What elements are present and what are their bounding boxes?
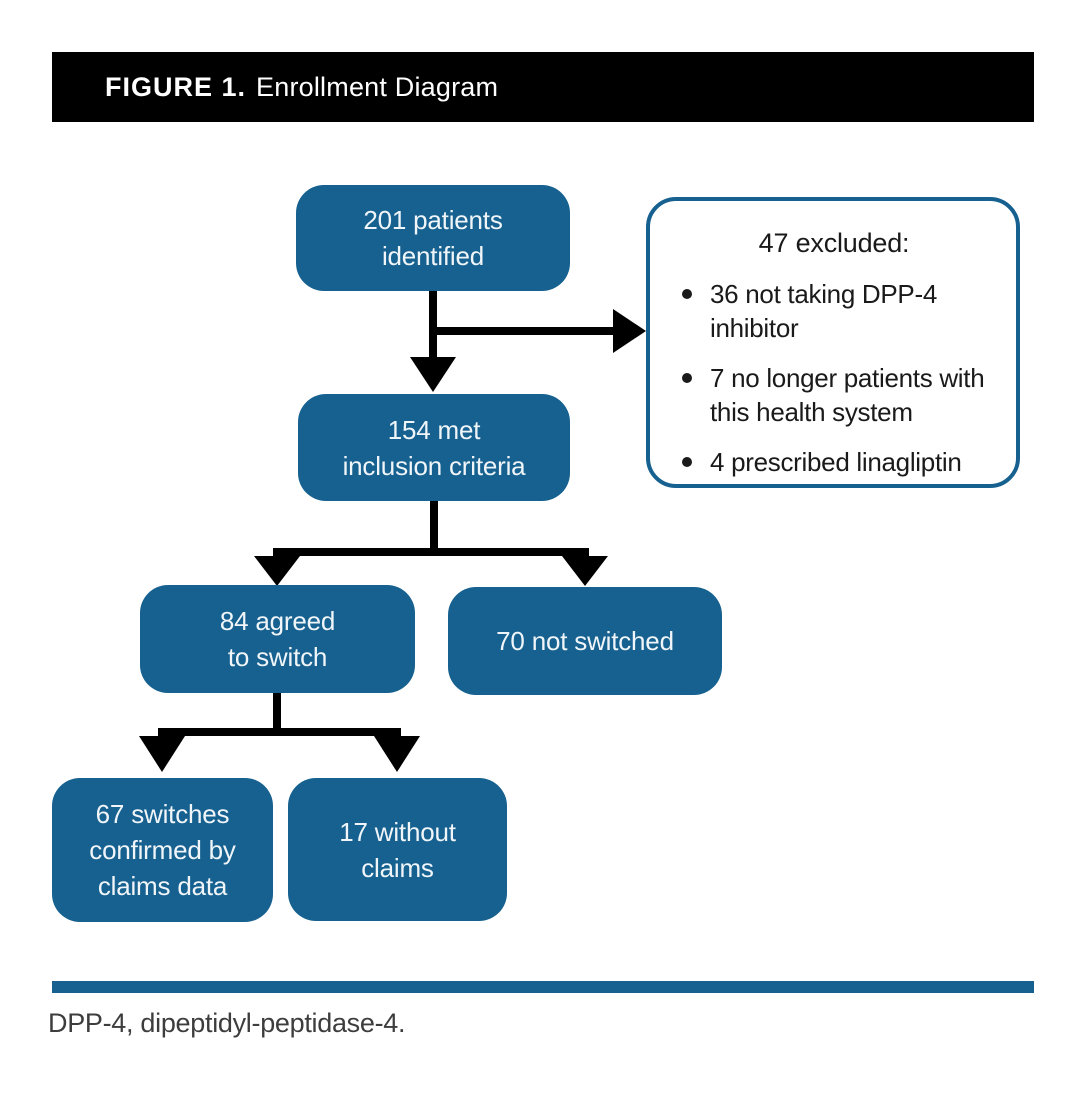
footnote-text: DPP-4, dipeptidyl-peptidase-4.: [48, 1008, 406, 1038]
node-met-inclusion-criteria: 154 met inclusion criteria: [298, 394, 570, 501]
node-label: 84 agreed to switch: [219, 606, 336, 672]
node-label: 67 switches confirmed by claims data: [89, 799, 236, 901]
node-agreed-to-switch: 84 agreed to switch: [140, 585, 415, 693]
arrowhead-right-to-excluded: [613, 309, 646, 353]
connector-stem-identified: [429, 291, 437, 361]
figure-title: Enrollment Diagram: [256, 71, 499, 102]
arrowhead-down-to-without-claims: [374, 736, 420, 772]
arrowhead-down-to-agreed: [254, 556, 300, 586]
figure-number-label: FIGURE 1.: [105, 71, 247, 102]
connector-split-row2: [273, 548, 589, 556]
connector-branch-to-excluded: [429, 327, 615, 335]
node-label: 70 not switched: [496, 626, 674, 656]
node-patients-identified: 201 patients identified: [296, 185, 570, 291]
divider-rule: [52, 981, 1034, 993]
exclusion-item: 4 prescribed linagliptin: [680, 445, 998, 479]
arrowhead-down-to-inclusion: [410, 357, 456, 392]
node-without-claims: 17 without claims: [288, 778, 507, 921]
node-label: 154 met inclusion criteria: [342, 414, 526, 481]
node-label: 17 without claims: [339, 816, 456, 883]
arrowhead-down-to-not-switched: [562, 556, 608, 586]
node-label: 201 patients identified: [363, 205, 503, 271]
exclusion-item: 36 not taking DPP-4 inhibitor: [680, 277, 998, 345]
connector-stem-inclusion: [430, 501, 438, 556]
arrowhead-down-to-confirmed: [139, 736, 185, 772]
connector-split-row3: [158, 728, 401, 736]
figure-header-bar: FIGURE 1. Enrollment Diagram: [52, 52, 1034, 122]
exclusion-list: 36 not taking DPP-4 inhibitor 7 no longe…: [670, 277, 998, 479]
node-switches-confirmed: 67 switches confirmed by claims data: [52, 778, 273, 922]
exclusion-box: 47 excluded: 36 not taking DPP-4 inhibit…: [646, 197, 1020, 488]
exclusion-item: 7 no longer patients with this health sy…: [680, 361, 998, 429]
connector-stem-agreed: [273, 693, 281, 736]
exclusion-title: 47 excluded:: [758, 228, 910, 258]
node-not-switched: 70 not switched: [448, 587, 722, 695]
